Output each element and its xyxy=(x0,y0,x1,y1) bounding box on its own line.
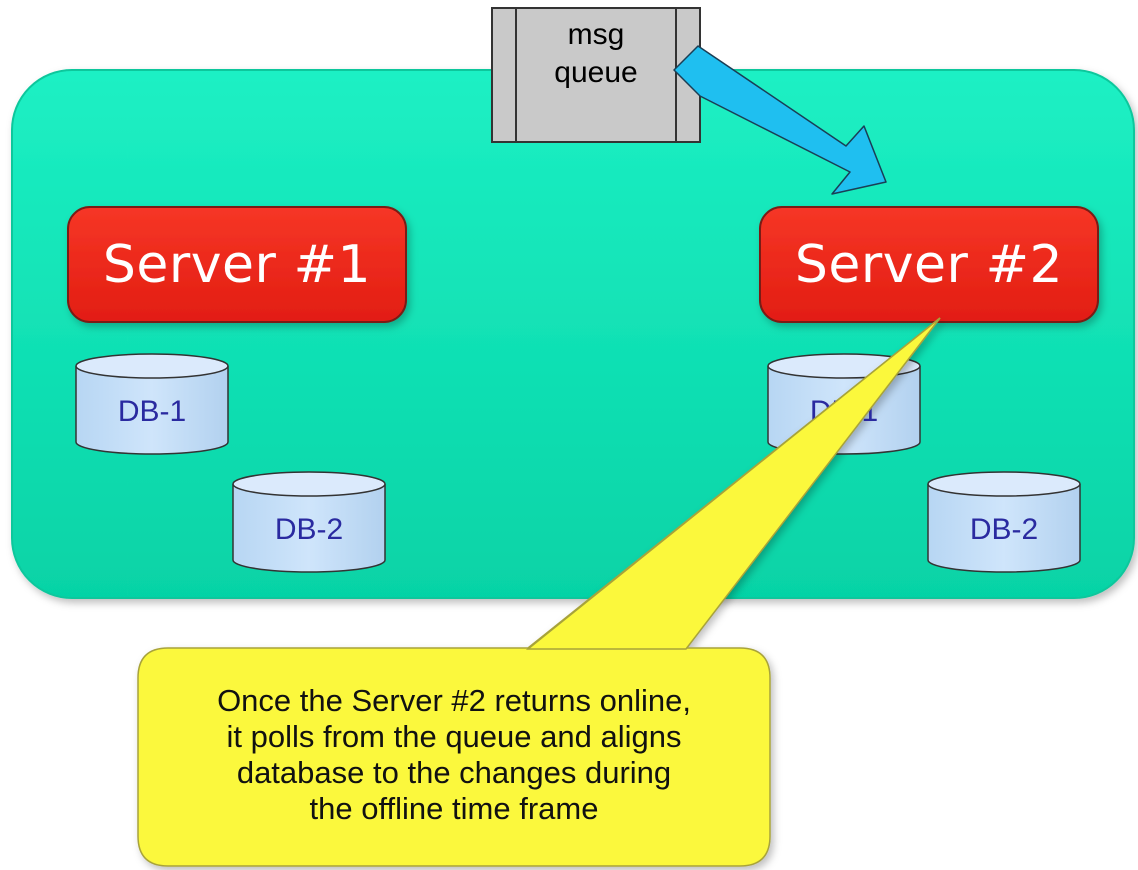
queue-to-server-2-arrow xyxy=(673,45,887,195)
server-1-box xyxy=(67,206,407,323)
server-2-box xyxy=(759,206,1099,323)
server-1-db-2-cylinder xyxy=(232,471,386,573)
callout-bubble xyxy=(137,317,941,867)
server-1-db-1-cylinder xyxy=(75,353,229,455)
msg-queue-box xyxy=(491,7,701,143)
server-2-db-2-cylinder xyxy=(927,471,1081,573)
